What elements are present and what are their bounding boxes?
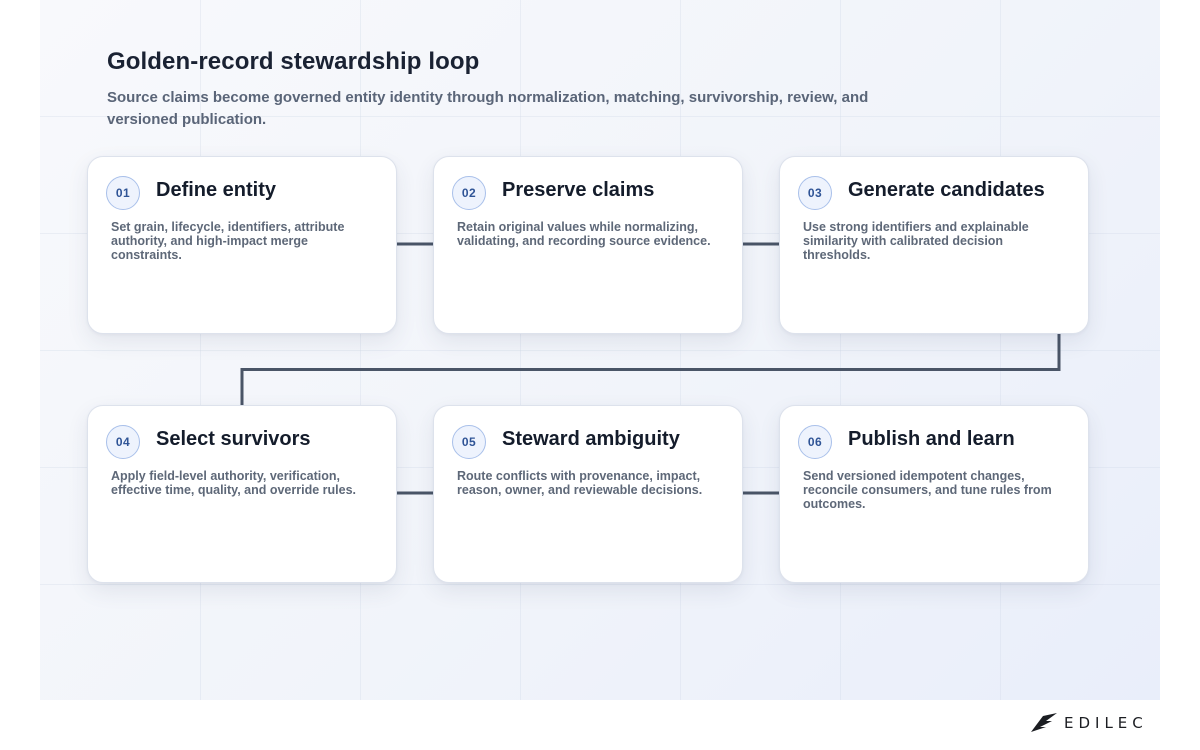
step-number-badge: 04 — [106, 425, 140, 459]
diagram-background — [40, 0, 1160, 700]
step-description: Send versioned idempotent changes, recon… — [803, 469, 1052, 511]
step-card-steward-ambiguity: 05 Steward ambiguity Route conflicts wit… — [433, 405, 743, 583]
step-card-select-survivors: 04 Select survivors Apply field-level au… — [87, 405, 397, 583]
step-description: Use strong identifiers and explainable s… — [803, 220, 1029, 262]
step-number-badge: 06 — [798, 425, 832, 459]
grid-line — [200, 0, 201, 700]
brand-logo: EDILEC — [1030, 710, 1148, 736]
step-title: Generate candidates — [848, 179, 1045, 201]
edilec-wing-logo-icon — [1031, 713, 1057, 732]
step-number-badge: 03 — [798, 176, 832, 210]
grid-line — [840, 0, 841, 700]
step-number-badge: 02 — [452, 176, 486, 210]
grid-line — [520, 0, 521, 700]
step-number-badge: 01 — [106, 176, 140, 210]
step-description: Set grain, lifecycle, identifiers, attri… — [111, 220, 345, 262]
grid-line — [40, 116, 1160, 117]
step-title: Preserve claims — [502, 179, 655, 201]
step-card-generate-candidates: 03 Generate candidates Use strong identi… — [779, 156, 1089, 334]
diagram-title: Golden-record stewardship loop — [107, 48, 480, 75]
grid-line — [360, 0, 361, 700]
diagram-subtitle: Source claims become governed entity ide… — [107, 89, 869, 128]
connector-03-04 — [240, 334, 1061, 405]
step-title: Define entity — [156, 179, 277, 201]
brand-name: EDILEC — [1064, 714, 1148, 732]
step-card-define-entity: 01 Define entity Set grain, lifecycle, i… — [87, 156, 397, 334]
step-title: Select survivors — [156, 428, 311, 450]
step-card-preserve-claims: 02 Preserve claims Retain original value… — [433, 156, 743, 334]
step-description: Apply field-level authority, verificatio… — [111, 469, 356, 497]
step-title: Steward ambiguity — [502, 428, 680, 450]
grid-line — [1000, 0, 1001, 700]
step-number-badge: 05 — [452, 425, 486, 459]
step-description: Route conflicts with provenance, impact,… — [457, 469, 703, 497]
grid-line — [40, 350, 1160, 351]
step-card-publish-and-learn: 06 Publish and learn Send versioned idem… — [779, 405, 1089, 583]
grid-line — [680, 0, 681, 700]
step-description: Retain original values while normalizing… — [457, 220, 711, 248]
grid-line — [40, 584, 1160, 585]
step-title: Publish and learn — [848, 428, 1015, 450]
